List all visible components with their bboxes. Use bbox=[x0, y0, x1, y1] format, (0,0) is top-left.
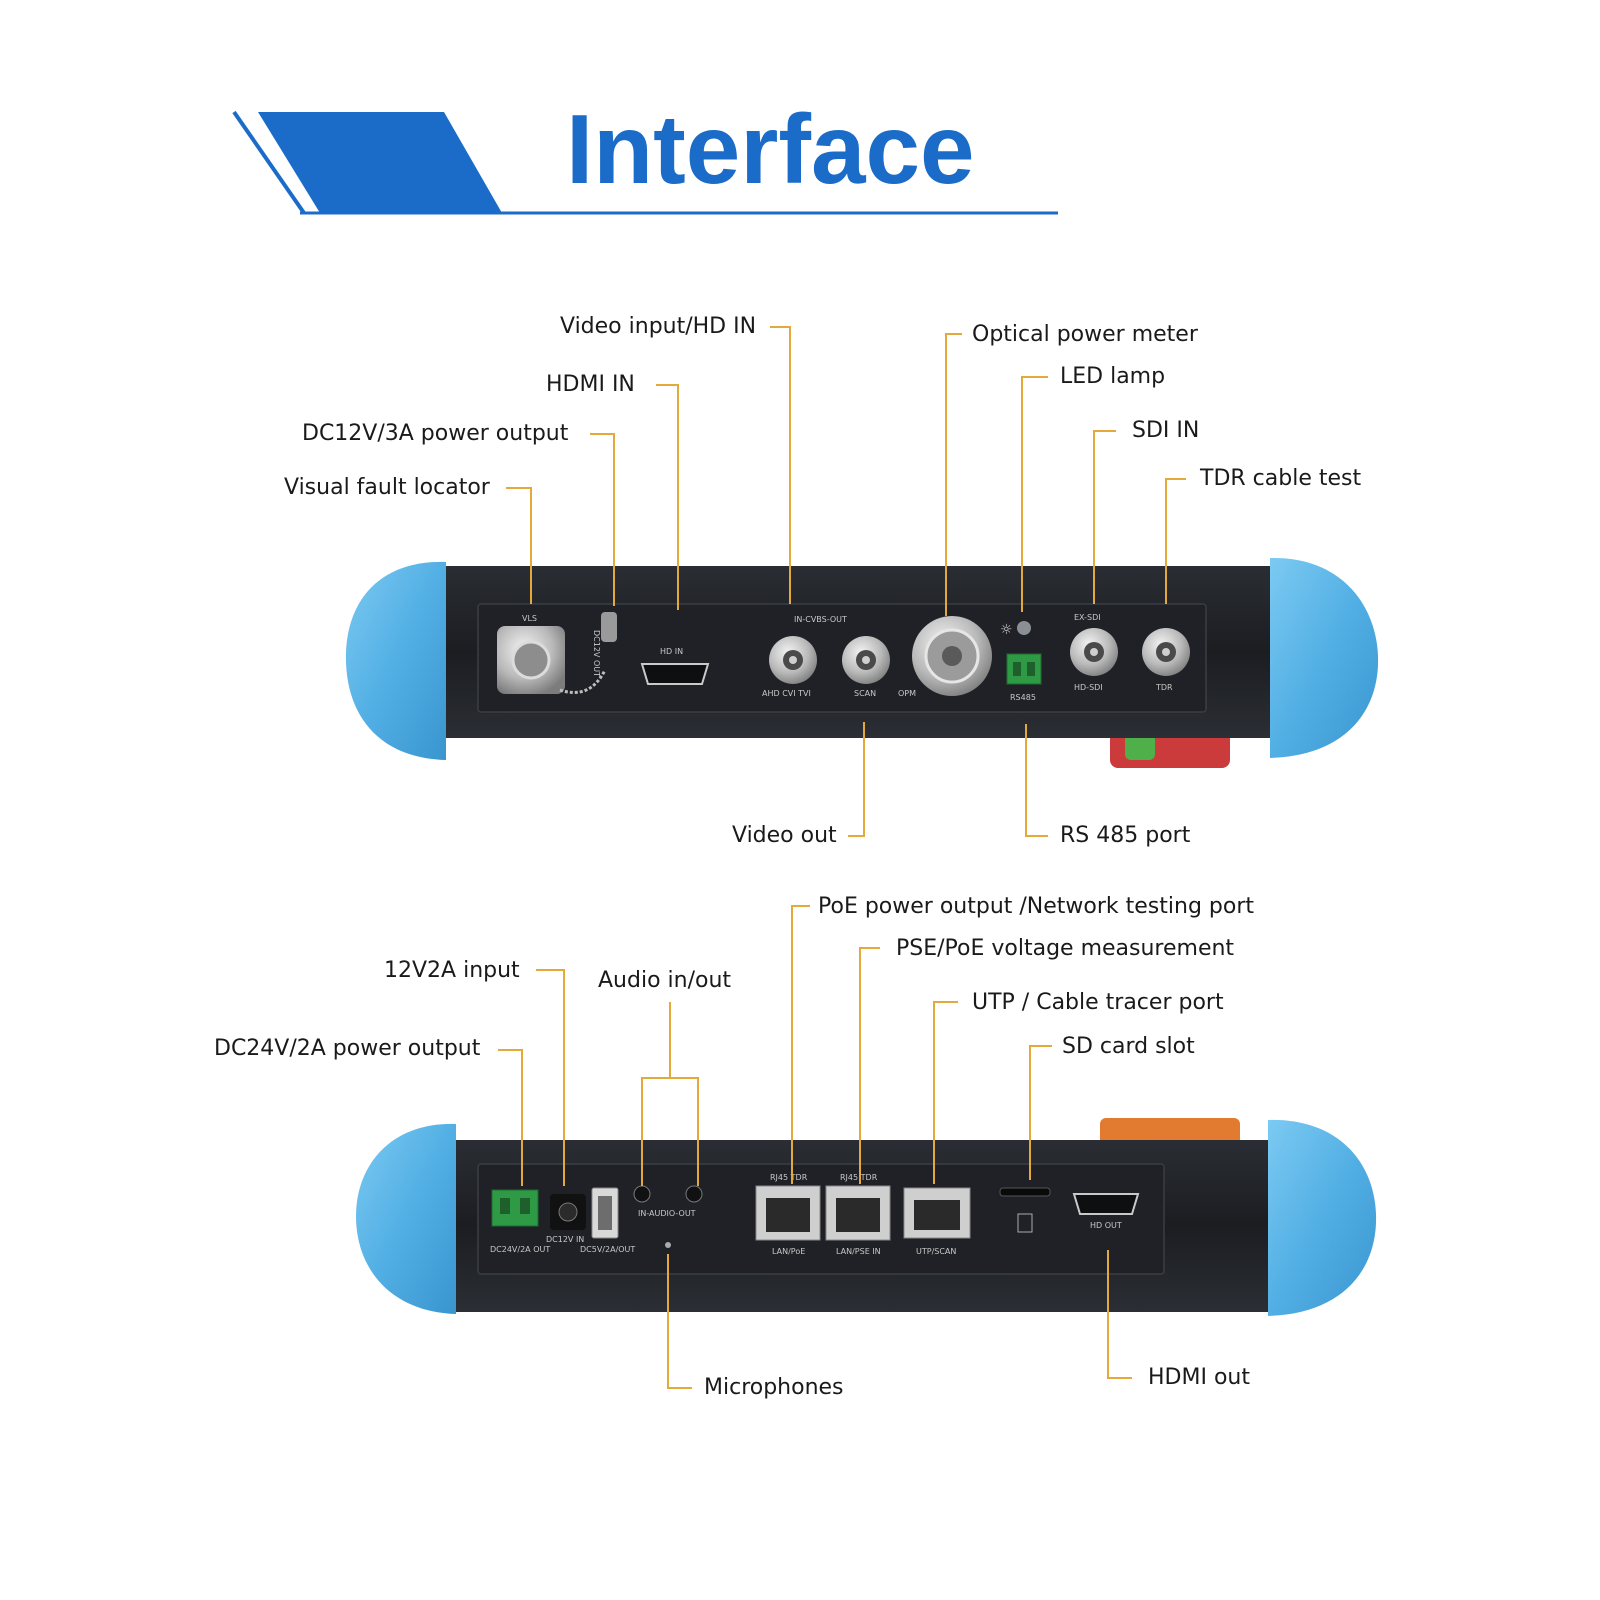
label-pse-poe: PSE/PoE voltage measurement bbox=[896, 936, 1235, 961]
rj45-lan-pse bbox=[825, 1185, 891, 1241]
page-title: Interface bbox=[566, 94, 975, 204]
leader-audio-out bbox=[670, 1077, 699, 1186]
leader-12v2a bbox=[536, 969, 565, 1186]
right-bumper bbox=[1270, 557, 1379, 758]
mark-dc12v-in: DC12V IN bbox=[546, 1235, 584, 1244]
leader-tdr bbox=[1165, 478, 1186, 604]
left-bumper bbox=[345, 561, 446, 760]
label-led-lamp: LED lamp bbox=[1060, 364, 1166, 389]
mark-dc24v: DC24V/2A OUT bbox=[490, 1245, 550, 1254]
mark-hd-in: HD IN bbox=[660, 647, 683, 656]
leader-pse bbox=[859, 947, 880, 1184]
label-video-out: Video out bbox=[732, 823, 837, 848]
mark-dc5v: DC5V/2A/OUT bbox=[580, 1245, 635, 1254]
mark-cvbs: IN-CVBS-OUT bbox=[794, 615, 847, 624]
mark-ahd: AHD CVI TVI bbox=[762, 689, 811, 698]
leader-microphones bbox=[667, 1254, 692, 1389]
bnc-tdr bbox=[1142, 628, 1190, 676]
dc12v-in-jack bbox=[550, 1194, 586, 1230]
rs485-terminal bbox=[1006, 653, 1042, 685]
mark-audio: IN-AUDIO-OUT bbox=[638, 1209, 696, 1218]
label-poe-output: PoE power output /Network testing port bbox=[818, 894, 1255, 919]
mark-hd-out: HD OUT bbox=[1090, 1221, 1122, 1230]
label-rs485-port: RS 485 port bbox=[1060, 823, 1191, 848]
sd-slot bbox=[999, 1187, 1051, 1233]
leader-led bbox=[1021, 376, 1048, 612]
label-sd-card-slot: SD card slot bbox=[1062, 1034, 1195, 1059]
leader-poe bbox=[791, 905, 810, 1184]
usb-port bbox=[591, 1187, 619, 1239]
leader-sdi-in bbox=[1093, 430, 1116, 604]
dc24v-terminal bbox=[491, 1189, 539, 1227]
label-sdi-in: SDI IN bbox=[1132, 418, 1200, 443]
mark-rj45-2: RJ45 TDR bbox=[840, 1173, 878, 1182]
leader-sd bbox=[1029, 1045, 1052, 1180]
label-hdmi-in: HDMI IN bbox=[546, 372, 635, 397]
label-hdmi-out: HDMI out bbox=[1148, 1365, 1250, 1390]
label-12v2a-input: 12V2A input bbox=[384, 958, 520, 983]
hdmi-in-port bbox=[640, 663, 710, 685]
label-video-input-hd-in: Video input/HD IN bbox=[560, 314, 757, 339]
label-optical-power-meter: Optical power meter bbox=[972, 322, 1198, 347]
label-dc24v2a-output: DC24V/2A power output bbox=[214, 1036, 481, 1061]
mark-tdr: TDR bbox=[1155, 683, 1173, 692]
leader-audio-in bbox=[641, 1002, 671, 1186]
leader-vfl bbox=[506, 487, 532, 604]
leader-rs485 bbox=[1025, 724, 1048, 837]
mark-scan: SCAN bbox=[854, 689, 876, 698]
mark-dc12v-out: DC12V OUT bbox=[592, 630, 601, 677]
label-utp-cable-tracer: UTP / Cable tracer port bbox=[972, 990, 1224, 1015]
banner-blue-block bbox=[258, 112, 502, 213]
leader-lines bbox=[498, 326, 1186, 1389]
bnc-sdi-in bbox=[1070, 628, 1118, 676]
leader-hdmi-out bbox=[1107, 1250, 1132, 1379]
svg-text:☼: ☼ bbox=[1000, 622, 1013, 638]
leader-video-out bbox=[848, 722, 865, 837]
label-dc12v3a-output: DC12V/3A power output bbox=[302, 421, 569, 446]
banner-slash-line bbox=[232, 110, 306, 215]
microphone-hole bbox=[665, 1242, 671, 1248]
bottom-device bbox=[356, 1118, 1377, 1316]
mark-utp-scan: UTP/SCAN bbox=[916, 1247, 956, 1256]
vfl-port bbox=[497, 612, 617, 694]
title-banner bbox=[232, 110, 1058, 215]
label-microphones: Microphones bbox=[704, 1375, 844, 1400]
bnc-scan bbox=[842, 636, 890, 684]
mark-opm: OPM bbox=[898, 689, 916, 698]
label-audio-in-out: Audio in/out bbox=[598, 968, 732, 993]
mark-lan-poe: LAN/PoE bbox=[772, 1247, 805, 1256]
leader-optical bbox=[945, 333, 962, 616]
bnc-video-in bbox=[769, 636, 817, 684]
opm-port bbox=[912, 616, 992, 696]
mark-hd-sdi: HD-SDI bbox=[1074, 683, 1103, 692]
label-visual-fault-locator: Visual fault locator bbox=[284, 475, 490, 500]
audio-jacks bbox=[633, 1185, 703, 1248]
mark-rj45-1: RJ45 TDR bbox=[770, 1173, 808, 1182]
mark-ex-sdi: EX-SDI bbox=[1074, 613, 1101, 622]
mark-lan-pse: LAN/PSE IN bbox=[836, 1247, 881, 1256]
led-lamp: ☼ bbox=[1000, 621, 1031, 638]
bottom-port-markings: DC24V/2A OUT DC12V IN DC5V/2A/OUT IN-AUD… bbox=[490, 1173, 1122, 1256]
mark-vls: VLS bbox=[522, 614, 537, 623]
top-port-markings: VLS DC12V OUT HD IN IN-CVBS-OUT AHD CVI … bbox=[522, 613, 1173, 702]
left-bumper-bottom bbox=[356, 1123, 456, 1314]
leader-hdmi-in bbox=[656, 384, 679, 610]
leader-dc24v bbox=[498, 1049, 523, 1186]
hdmi-out-port bbox=[1072, 1193, 1140, 1215]
leader-utp bbox=[933, 1001, 958, 1184]
dc12v-out-jack bbox=[601, 612, 617, 642]
rj45-utp bbox=[903, 1187, 971, 1239]
label-tdr-cable-test: TDR cable test bbox=[1200, 466, 1362, 491]
right-bumper-bottom bbox=[1268, 1119, 1377, 1316]
leader-dc12v3a bbox=[590, 433, 615, 606]
top-device: ☼ bbox=[345, 557, 1379, 768]
mark-rs485: RS485 bbox=[1010, 693, 1036, 702]
rj45-lan-poe bbox=[755, 1185, 821, 1241]
leader-video-input bbox=[770, 326, 791, 604]
